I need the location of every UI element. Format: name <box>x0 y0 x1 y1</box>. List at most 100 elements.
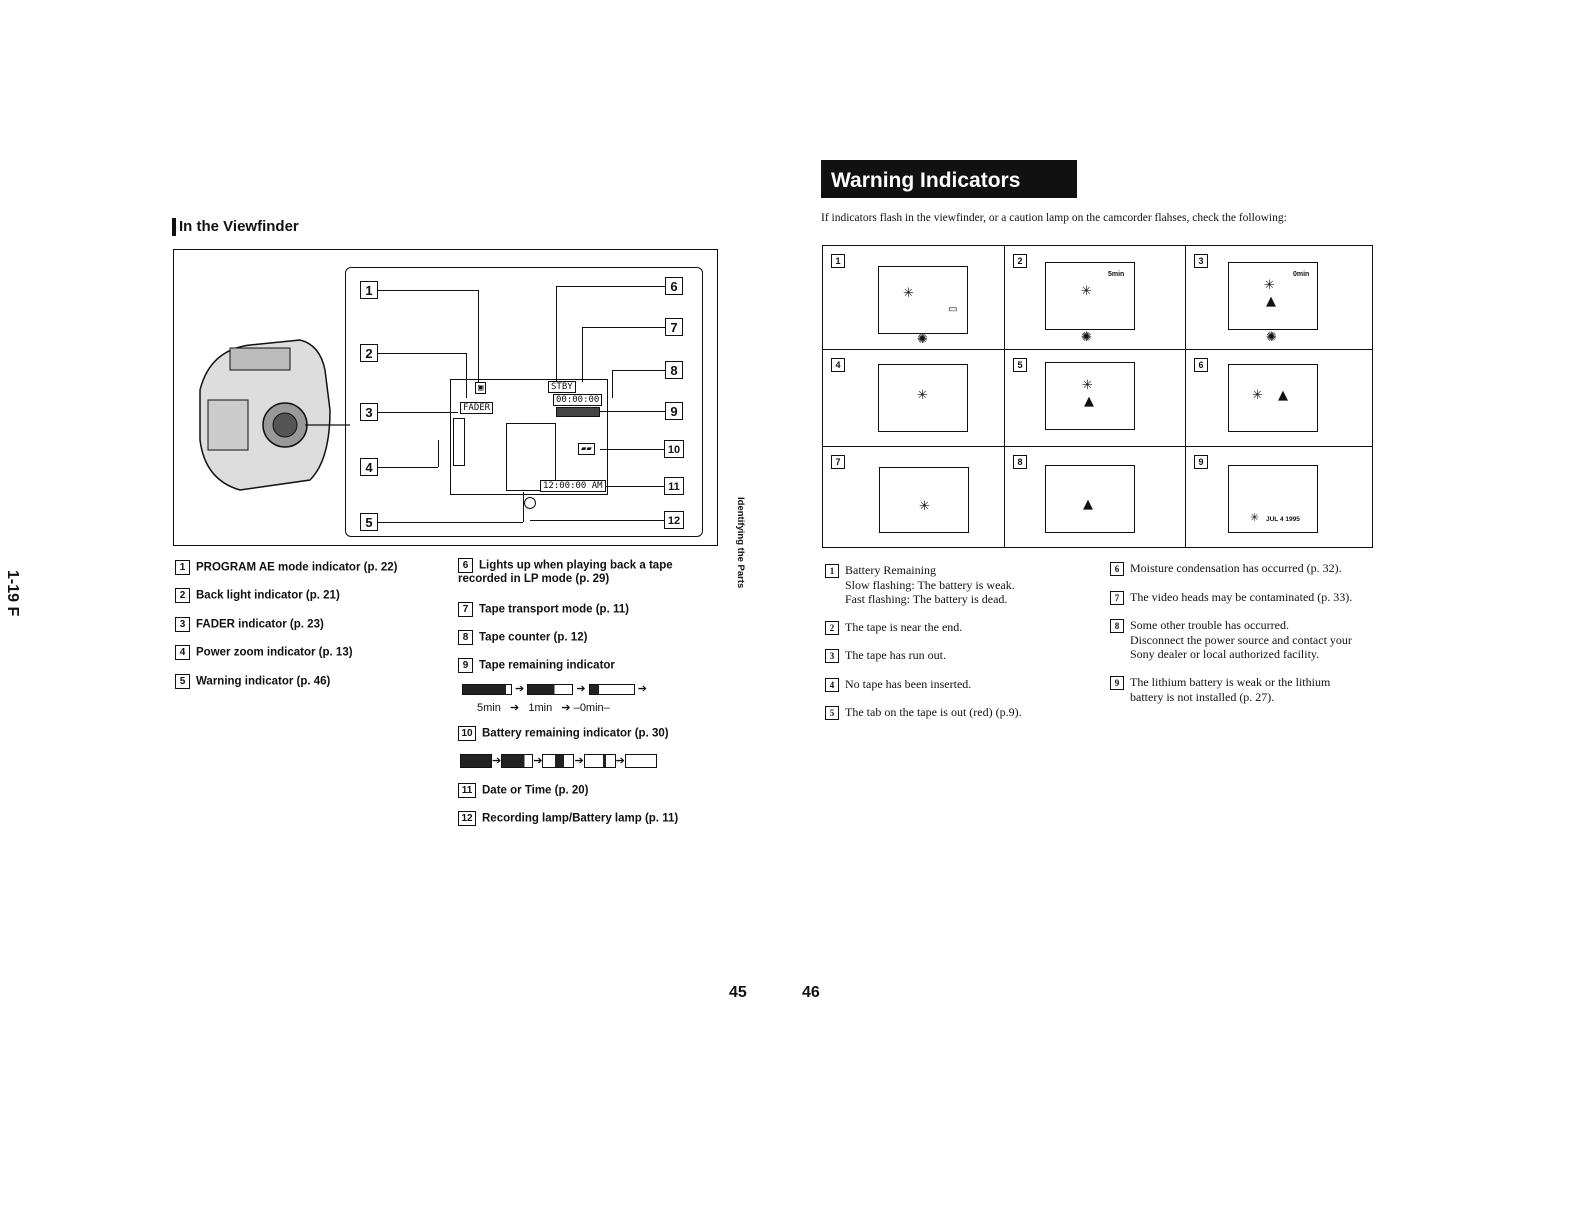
section-title: In the Viewfinder <box>172 218 299 237</box>
tape-remaining-bar <box>556 407 600 417</box>
leader-5 <box>378 522 523 523</box>
viewfinder-figure <box>173 249 718 546</box>
battery-small-icon: ▭ <box>948 304 958 315</box>
leader-10 <box>600 449 664 450</box>
mini-screen <box>1228 262 1318 330</box>
warning-cell-7: 7 ✳ <box>823 447 1005 547</box>
battery-flash-icon: ✳ <box>903 286 914 301</box>
leader-8 <box>612 370 665 371</box>
battery-1 <box>583 754 616 769</box>
warning-cell-3: 3 0min ✳ ▲ ✺ <box>1186 246 1372 350</box>
tape-flash-icon: ✳ <box>1264 278 1275 293</box>
margin-code: 1-19 F <box>4 570 21 617</box>
leader-5v <box>523 492 524 522</box>
page-number-right: 46 <box>802 984 820 1001</box>
leader-7v <box>582 327 583 382</box>
mini-screen <box>1228 465 1318 533</box>
warning-cell-2: 2 5min ✳ ✺ <box>1005 246 1186 350</box>
tape-flash-icon: ✳ <box>1081 284 1092 299</box>
leader-7 <box>582 327 665 328</box>
leader-2 <box>378 353 466 354</box>
callout-8: 8 <box>665 361 683 379</box>
tape-flash-icon: ✳ <box>1082 378 1093 393</box>
battery-3 <box>501 754 534 769</box>
page-number-left: 45 <box>729 984 747 1001</box>
battery-empty <box>624 754 657 769</box>
time-label: 0min <box>1293 271 1310 278</box>
callout-12: 12 <box>664 511 684 529</box>
battery-sequence: ➔➔➔➔ <box>460 754 657 769</box>
lamp-flash-icon: ✺ <box>1266 330 1277 345</box>
callout-10: 10 <box>664 440 684 458</box>
tape-bar-low <box>588 683 635 695</box>
leader-6 <box>556 286 665 287</box>
moisture-flash-icon: ✳ <box>1252 388 1263 403</box>
leader-12 <box>530 520 664 521</box>
callout-5: 5 <box>360 513 378 531</box>
heads-flash-icon: ✳ <box>919 499 930 514</box>
stby-indicator: STBY <box>548 381 576 393</box>
leader-8v <box>612 370 613 398</box>
warning-cell-6: 6 ✳ ▲ <box>1186 350 1372 447</box>
viewfinder-screen <box>450 379 608 495</box>
callout-6: 6 <box>665 277 683 295</box>
leader-2v <box>466 353 467 398</box>
warning-cell-9: 9 ✳ JUL 4 1995 <box>1186 447 1372 547</box>
fader-indicator: FADER <box>460 402 494 414</box>
leader-1 <box>378 290 478 291</box>
leader-9 <box>600 411 665 412</box>
date-label: JUL 4 1995 <box>1266 516 1300 523</box>
callout-1: 1 <box>360 281 378 299</box>
lamp-flash-icon: ✺ <box>1081 330 1092 345</box>
mini-screen <box>879 467 969 533</box>
clock-display: 12:00:00 AM <box>540 480 606 492</box>
leader-4v <box>438 440 439 467</box>
warning-flash-icon: ▲ <box>1278 388 1288 403</box>
recording-lamp-icon <box>524 497 536 509</box>
screen-inner <box>506 423 556 491</box>
leader-1v <box>478 290 479 382</box>
mini-screen <box>1045 262 1135 330</box>
callout-11: 11 <box>664 477 684 495</box>
warning-title: Warning Indicators <box>821 160 1077 198</box>
camcorder-illustration <box>199 339 350 491</box>
callout-9: 9 <box>665 402 683 420</box>
warning-flash-icon: ▲ <box>1266 294 1276 309</box>
mini-screen <box>1228 364 1318 432</box>
viewfinder-frame <box>345 267 703 537</box>
title-marker <box>172 218 176 237</box>
program-ae-icon: ▣ <box>475 382 487 394</box>
battery-2 <box>542 754 575 769</box>
warning-grid: 1 ✳ ▭ ✺ 2 5min ✳ ✺ 3 0min ✳ ▲ ✺ 4 ✳ 5 ✳ … <box>822 245 1373 548</box>
warning-flash-icon: ▲ <box>1084 394 1094 409</box>
callout-4: 4 <box>360 458 378 476</box>
mini-screen <box>1045 465 1135 533</box>
tape-counter: 00:00:00 <box>553 394 603 406</box>
leader-3 <box>378 412 458 413</box>
leader-11 <box>600 486 664 487</box>
mini-screen <box>878 364 968 432</box>
warning-cell-1: 1 ✳ ▭ ✺ <box>823 246 1005 350</box>
warning-cell-4: 4 ✳ <box>823 350 1005 447</box>
tape-time-sequence: 5min ➔ 1min ➔ –0min– <box>477 702 610 714</box>
callout-7: 7 <box>665 318 683 336</box>
